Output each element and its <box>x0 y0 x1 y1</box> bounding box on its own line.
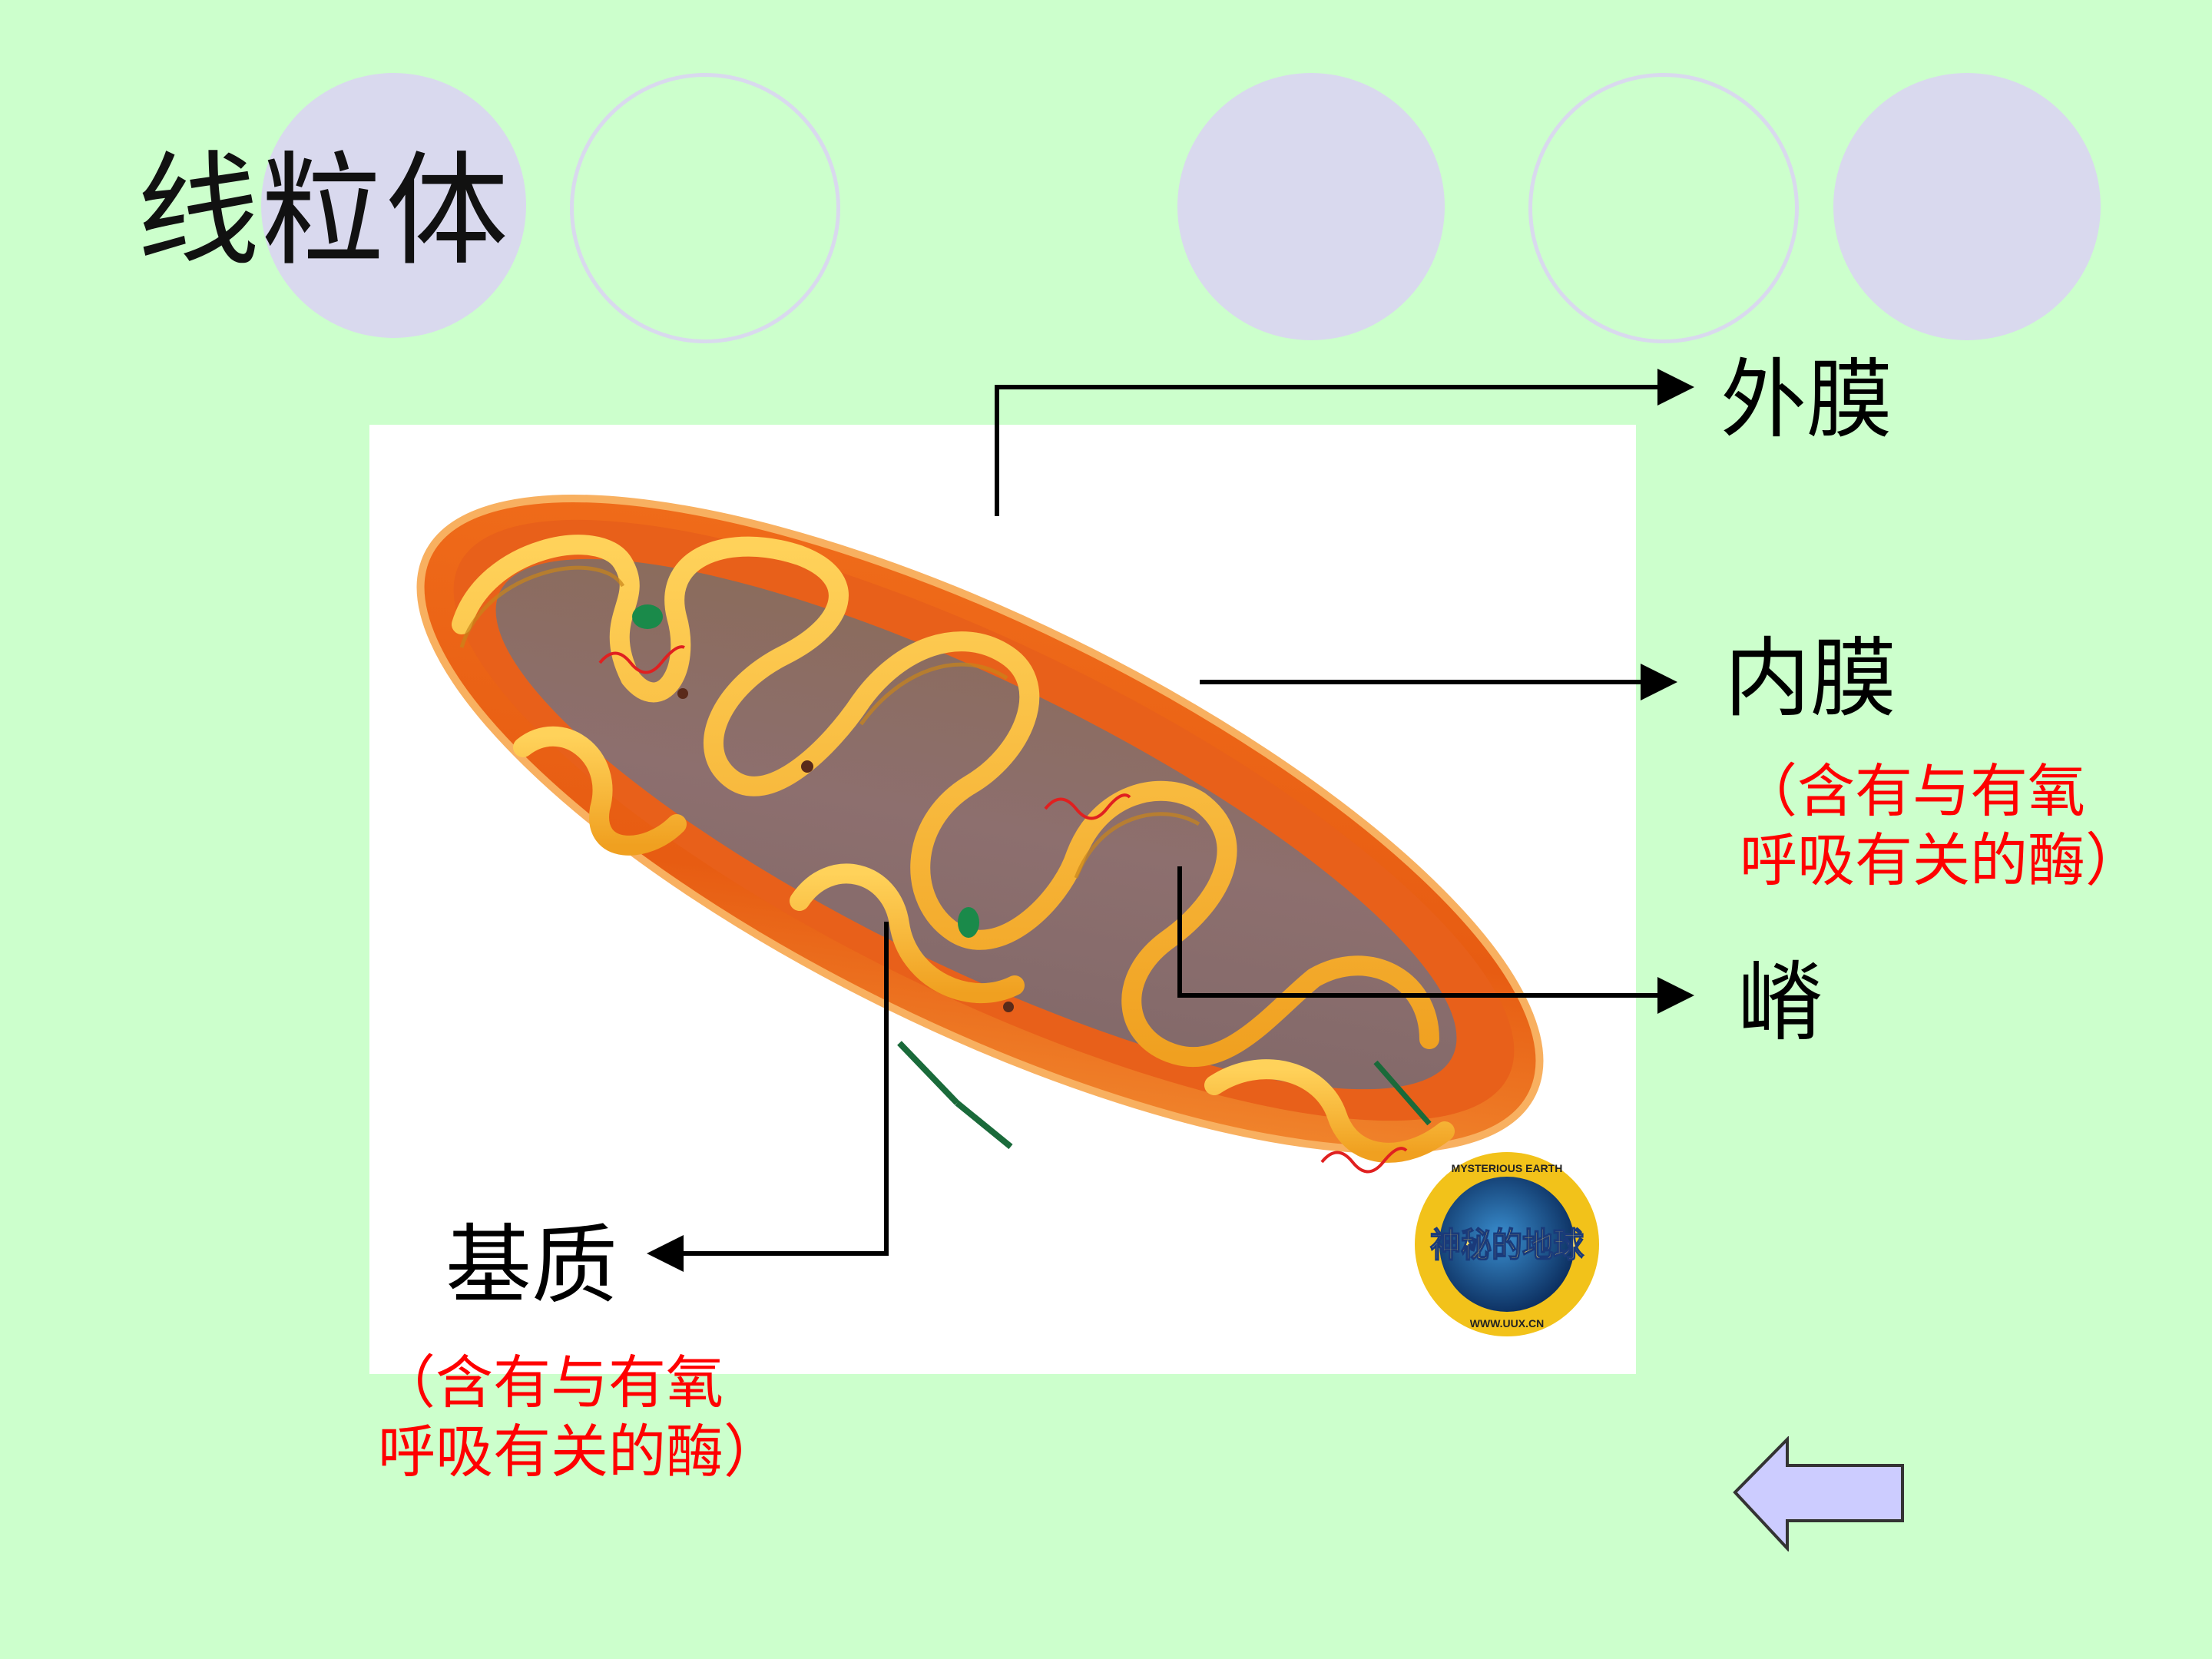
watermark-badge: MYSTERIOUS EARTH 神秘的地球 WWW.UUX.CN <box>1412 1149 1602 1339</box>
cristae-connector <box>1177 866 1694 1014</box>
matrix-connector <box>647 922 889 1272</box>
back-button[interactable] <box>1732 1435 1909 1555</box>
decor-circle-1 <box>261 73 526 338</box>
decor-circle-5 <box>1833 73 2101 340</box>
matrix-label: 基质 <box>445 1216 618 1316</box>
inner-membrane-label: 内膜 <box>1724 629 1896 729</box>
watermark-top-text: MYSTERIOUS EARTH <box>1452 1162 1563 1174</box>
page-title: 线粒体 <box>137 139 511 283</box>
outer-membrane-label: 外膜 <box>1720 350 1892 450</box>
inner-membrane-note: （含有与有氧 呼吸有关的酶） <box>1740 757 2143 895</box>
outer-membrane-connector <box>995 369 1694 516</box>
inner-membrane-note-line2: 呼吸有关的酶） <box>1740 826 2144 894</box>
matrix-note-line2: 呼吸有关的酶） <box>378 1418 782 1485</box>
watermark-main-text: 神秘的地球 <box>1430 1226 1584 1265</box>
matrix-note: （含有与有氧 呼吸有关的酶） <box>378 1348 781 1486</box>
decor-circle-2 <box>570 73 840 343</box>
inner-membrane-note-line1: （含有与有氧 <box>1740 757 2086 825</box>
cristae-label: 嵴 <box>1737 953 1823 1053</box>
matrix-note-line1: （含有与有氧 <box>378 1349 724 1416</box>
decor-circle-4 <box>1528 73 1799 343</box>
left-arrow-icon <box>1733 1435 1904 1553</box>
watermark-url: WWW.UUX.CN <box>1470 1317 1544 1330</box>
decor-circle-3 <box>1177 73 1445 340</box>
